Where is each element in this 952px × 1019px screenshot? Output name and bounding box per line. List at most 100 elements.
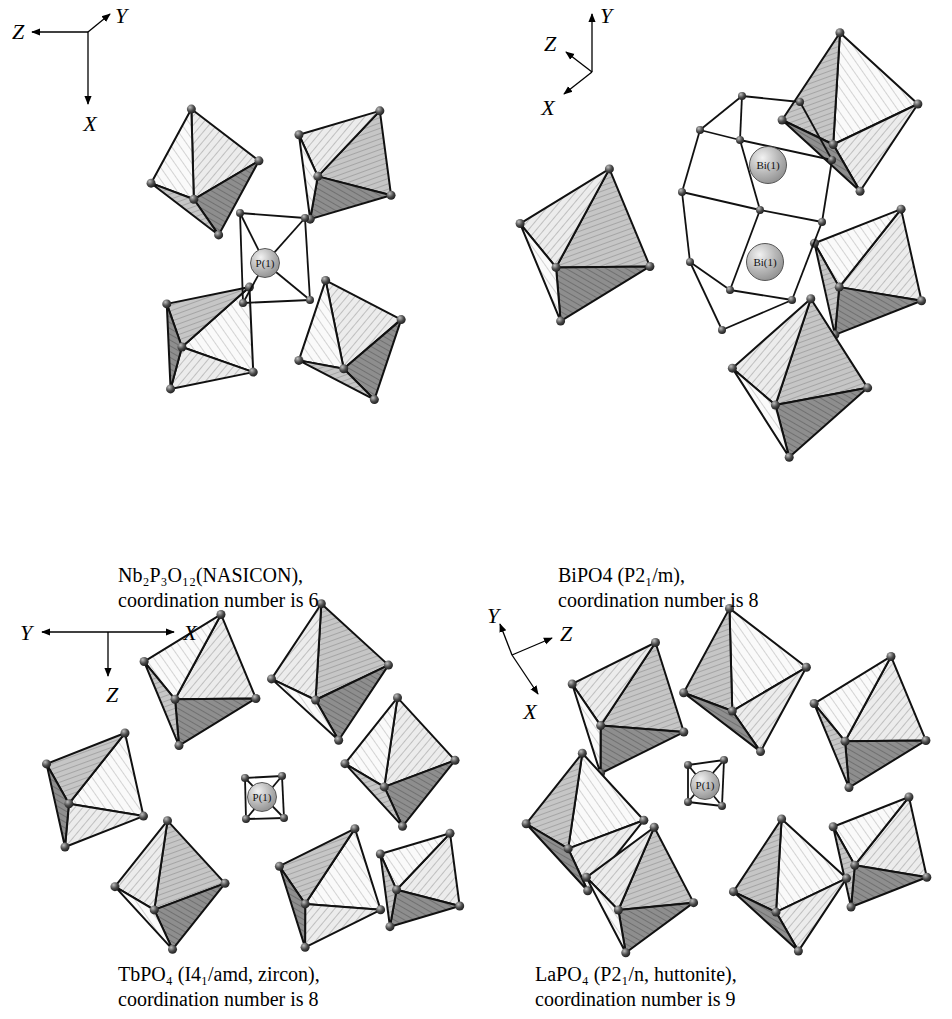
oxygen-atom	[339, 364, 348, 373]
bond-line	[688, 765, 722, 806]
oxygen-atom	[847, 903, 856, 912]
coordination-polyhedron	[778, 28, 923, 196]
oxygen-atom	[556, 317, 565, 326]
axis-label: Z	[12, 20, 24, 44]
tetrahedron-face	[688, 760, 724, 806]
atom-circle: Bi(1)	[746, 243, 784, 281]
oxygen-atom	[280, 814, 288, 822]
oxygen-atom	[828, 156, 836, 164]
oxygen-atom	[917, 296, 926, 305]
coordination-polyhedron	[516, 164, 655, 325]
atom-circle: P(1)	[690, 770, 720, 800]
polyhedron-face	[144, 662, 179, 746]
polyhedron-face	[732, 299, 810, 405]
atom-label: P(1)	[256, 258, 275, 269]
oxygen-atom	[696, 126, 704, 134]
coordination-polyhedron	[110, 816, 229, 954]
bond-line	[240, 213, 305, 218]
oxygen-atom	[729, 887, 738, 896]
oxygen-atom	[267, 674, 276, 683]
axis-label: Y	[20, 621, 32, 645]
oxygen-atom	[756, 747, 765, 756]
polyhedron-face	[775, 388, 867, 457]
oxygen-atom	[398, 822, 407, 831]
oxygen-atom	[516, 219, 525, 228]
axis-label: X	[523, 700, 536, 724]
axis-label: Y	[600, 4, 612, 28]
polyhedron-face	[586, 877, 625, 952]
oxygen-atom	[177, 342, 186, 351]
polyhedron-face	[310, 176, 391, 219]
polyhedron-face	[556, 266, 650, 321]
oxygen-atom	[166, 384, 175, 393]
atom-circle: P(1)	[247, 782, 277, 812]
polyhedron-face	[618, 903, 693, 953]
coordination-polyhedron	[267, 599, 393, 745]
oxygen-atom	[605, 164, 614, 173]
oxygen-atom	[778, 115, 787, 124]
coordination-polyhedron	[810, 205, 926, 340]
coordination-polyhedron	[340, 693, 459, 831]
oxygen-atom	[596, 721, 605, 730]
polyhedron-face	[299, 280, 344, 368]
oxygen-atom	[679, 728, 688, 737]
oxygen-atom	[777, 814, 786, 823]
oxygen-atom	[168, 945, 177, 954]
oxygen-atom	[140, 657, 149, 666]
caption-line: Nb₂P₃O₁₂(NASICON),	[118, 564, 303, 586]
oxygen-atom	[835, 283, 844, 292]
oxygen-atom	[376, 849, 385, 858]
oxygen-atom	[239, 299, 247, 307]
oxygen-atom	[163, 816, 172, 825]
axis-label: Y	[115, 4, 127, 28]
oxygen-atom	[772, 908, 781, 917]
oxygen-atom	[810, 699, 819, 708]
bond-line	[688, 760, 724, 802]
oxygen-atom	[380, 782, 389, 791]
oxygen-atom	[802, 663, 811, 672]
axis-label: Z	[106, 683, 118, 707]
bond-line	[246, 818, 284, 819]
oxygen-atom	[818, 218, 826, 226]
bond-line	[700, 96, 742, 130]
oxygen-atom	[64, 799, 73, 808]
oxygen-atom	[189, 195, 198, 204]
oxygen-atom	[294, 356, 303, 365]
atom-label: P(1)	[253, 792, 272, 803]
bond-line	[245, 778, 246, 819]
oxygen-atom	[639, 816, 648, 825]
oxygen-atom	[718, 802, 726, 810]
oxygen-atom	[278, 772, 286, 780]
oxygen-atom	[863, 383, 872, 392]
oxygen-atom	[275, 862, 284, 871]
atom-label: P(1)	[696, 780, 715, 791]
bond-line	[740, 96, 742, 140]
oxygen-atom	[689, 898, 698, 907]
oxygen-atom	[397, 315, 406, 324]
coordination-polyhedron	[729, 814, 851, 955]
oxygen-atom	[829, 140, 838, 149]
bond-line	[243, 300, 310, 303]
polyhedron-face	[299, 360, 375, 399]
oxygen-atom	[446, 829, 455, 838]
oxygen-atom	[650, 823, 659, 832]
oxygen-atom	[720, 756, 728, 764]
axis-label: Y	[487, 604, 499, 628]
coordination-polyhedron	[294, 276, 405, 404]
polyhedron-face	[733, 892, 798, 951]
bond-line	[722, 300, 792, 330]
atom-circle: P(1)	[250, 248, 280, 278]
bond-line	[688, 802, 722, 806]
oxygen-atom	[385, 922, 394, 931]
polyhedron-face	[345, 764, 403, 827]
bond-line	[682, 192, 690, 262]
oxygen-atom	[306, 296, 314, 304]
axis-label: X	[83, 112, 96, 136]
oxygen-atom	[387, 191, 396, 200]
oxygen-atom	[738, 92, 746, 100]
bond-line	[240, 213, 243, 303]
oxygen-atom	[841, 737, 850, 746]
bond-line	[800, 102, 832, 160]
